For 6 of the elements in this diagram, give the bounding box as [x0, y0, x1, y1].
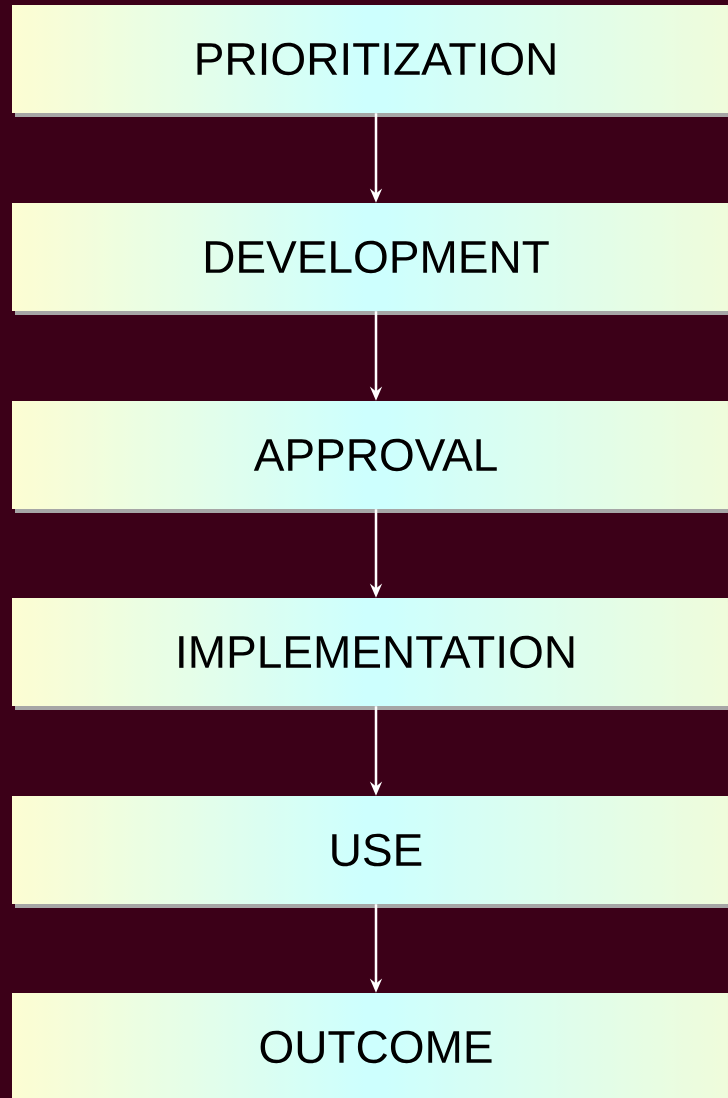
process-box: APPROVAL — [12, 401, 728, 513]
process-box: DEVELOPMENT — [12, 203, 728, 315]
process-box: PRIORITIZATION — [12, 5, 728, 117]
process-box: IMPLEMENTATION — [12, 598, 728, 710]
process-box: OUTCOME — [12, 993, 728, 1098]
process-box: USE — [12, 796, 728, 908]
